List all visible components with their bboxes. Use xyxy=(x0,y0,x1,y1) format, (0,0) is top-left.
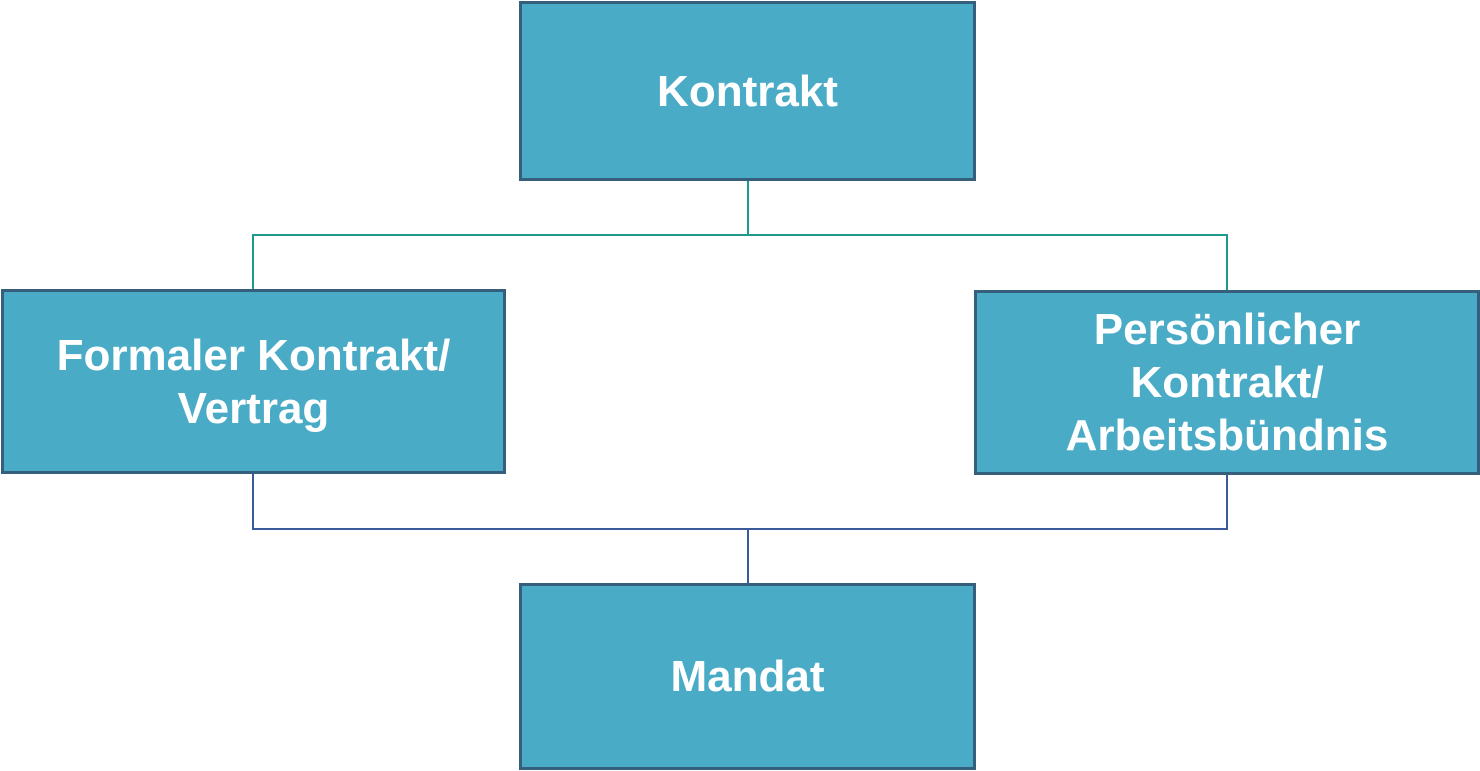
connector-kontrakt-to-formal xyxy=(252,181,749,289)
node-mandat: Mandat xyxy=(519,583,976,770)
node-persoenlicher-kontrakt-label: Persönlicher Kontrakt/ Arbeitsbündnis xyxy=(1065,305,1389,460)
connector-formal-to-mandat xyxy=(252,474,749,583)
node-kontrakt: Kontrakt xyxy=(519,1,976,181)
node-mandat-label: Mandat xyxy=(670,652,825,701)
node-persoenlicher-kontrakt: Persönlicher Kontrakt/ Arbeitsbündnis xyxy=(974,290,1480,475)
node-formaler-kontrakt: Formaler Kontrakt/ Vertrag xyxy=(1,289,506,474)
connector-personal-to-mandat xyxy=(748,475,1228,530)
node-formaler-kontrakt-label: Formaler Kontrakt/ Vertrag xyxy=(56,330,451,433)
node-kontrakt-label: Kontrakt xyxy=(657,66,838,116)
connector-kontrakt-to-personal xyxy=(748,234,1228,290)
